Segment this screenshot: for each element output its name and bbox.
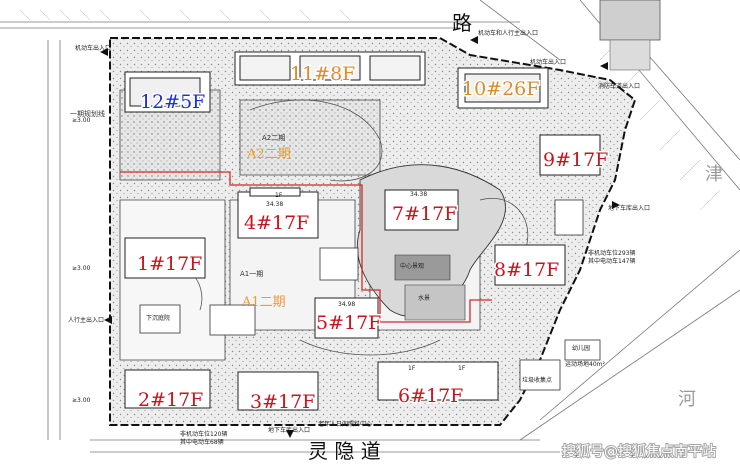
dim-3: ≥3.00 — [72, 397, 91, 404]
nonmotor-parking-e-sub: 其中电动车147辆 — [588, 257, 635, 265]
building-label-12: 12#5F — [140, 91, 205, 113]
building-label-6: 6#17F — [398, 385, 463, 407]
entrance-vehicle-n: 机动车和人行主出入口 — [478, 29, 538, 37]
entrance-vehicle-ne: 机动车出入口 — [530, 58, 566, 66]
facility-pool: 水景 — [418, 294, 430, 302]
nonmotor-parking-e: 非机动车位293辆 — [588, 249, 635, 257]
floor-3: 1F — [458, 365, 466, 372]
dim-4: 34.38 — [266, 201, 283, 208]
phase-boundary — [120, 171, 492, 323]
entrance-basement-e: 地下车库出入口 — [608, 204, 650, 212]
entrance-vehicle-nw: 机动车出入口 — [75, 44, 111, 52]
entrance-arrows — [100, 36, 620, 438]
building-label-4: 4#17F — [244, 212, 309, 234]
building-label-8: 8#17F — [494, 259, 559, 281]
building-label-7: 7#17F — [392, 203, 457, 225]
entrance-pedestrian-w: 人行主出入口 — [68, 316, 104, 324]
phase-boundary-note: 一期规划线 — [70, 109, 105, 118]
building-label-10: 10#26F — [462, 78, 539, 100]
facility-center: 中心景观 — [400, 262, 424, 270]
facility-sports: 运动场地40m² — [565, 360, 605, 368]
facility-garbage: 垃圾收集点 — [522, 376, 552, 384]
phase-label-a2: A2二期 — [246, 147, 291, 162]
floor-2: 1F — [408, 365, 416, 372]
dim-2: ≥3.00 — [72, 265, 91, 272]
nonmotor-parking: 非机动车位120辆 — [180, 430, 227, 438]
facility-kindergarten: 幼儿园 — [572, 344, 590, 352]
building-label-11: 11#8F — [290, 63, 355, 85]
river-label-2: 河 — [678, 389, 696, 410]
facility-community: 老年人日间照料中心 — [318, 420, 372, 428]
nonmotor-parking-sub: 其中电动车68辆 — [180, 438, 224, 446]
building-label-5: 5#17F — [316, 312, 381, 334]
offsite-building — [599, 0, 661, 41]
phase-label-a1: A1二期 — [241, 295, 286, 310]
building-label-9: 9#17F — [543, 149, 608, 171]
dim-5: 34.38 — [410, 191, 427, 198]
phase-note-a2: A2二期 — [262, 134, 285, 142]
phase-note-a1: A1一期 — [240, 270, 263, 278]
road-label-south: 灵 隐 道 — [308, 439, 381, 463]
watermark: 搜狐号@搜狐焦点南平站 — [562, 444, 716, 460]
entrance-fire-ne: 消防车道出入口 — [598, 82, 640, 90]
building-footprints — [124, 51, 601, 411]
floor-1: 1F — [275, 192, 283, 199]
building-label-1: 1#17F — [137, 253, 202, 275]
building-label-2: 2#17F — [138, 389, 203, 411]
misc-blocks — [139, 199, 601, 391]
building-label-3: 3#17F — [250, 391, 315, 413]
road-label-north: 路 — [452, 11, 472, 35]
river-label-1: 津 — [705, 164, 723, 185]
dim-1: ≥3.00 — [72, 117, 91, 124]
basement-courtyard: 下沉庭院 — [146, 314, 170, 322]
dim-6: 34.98 — [338, 301, 355, 308]
